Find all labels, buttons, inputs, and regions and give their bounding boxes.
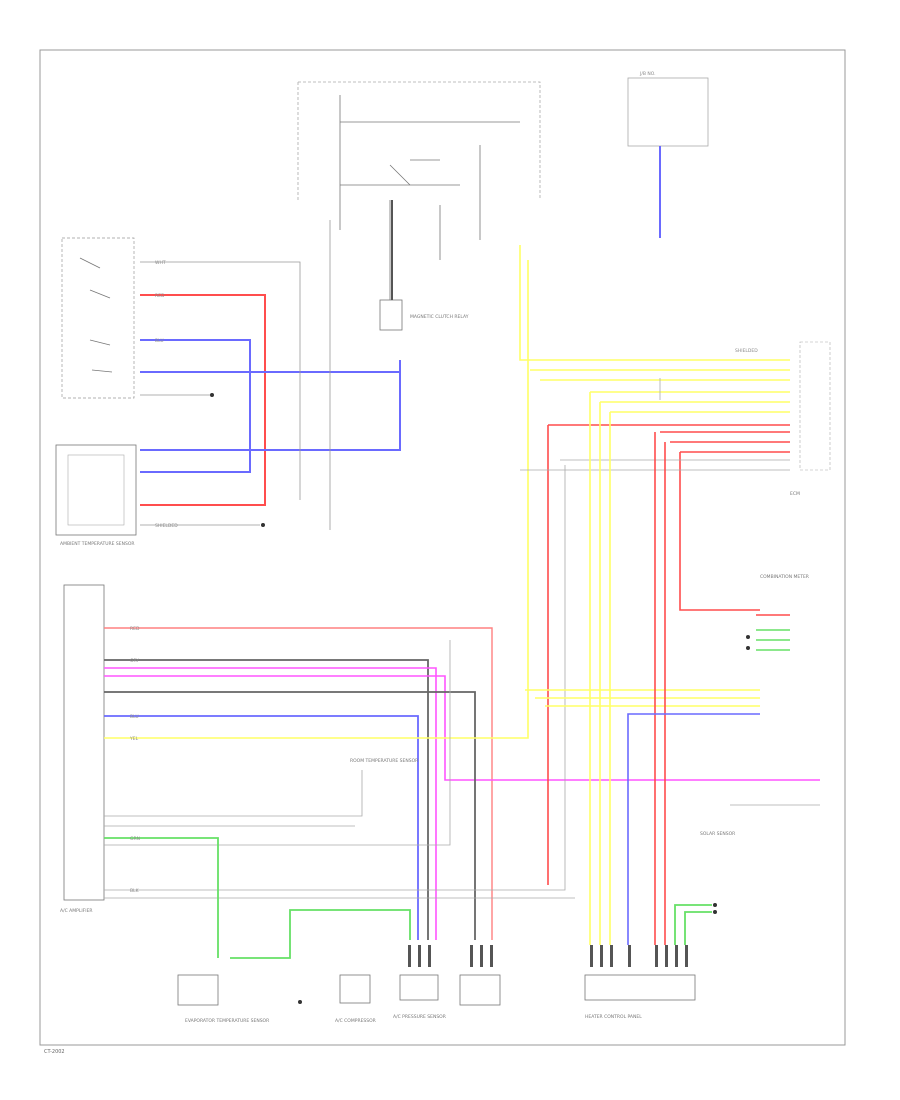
wire-label-red: RED bbox=[155, 293, 165, 299]
wire-label-black: BLK bbox=[130, 888, 140, 894]
wire-label-gray: GRY bbox=[130, 658, 139, 664]
ac-compressor-label: A/C COMPRESSOR bbox=[335, 1018, 376, 1024]
ac-amplifier-label: A/C AMPLIFIER bbox=[60, 908, 93, 914]
wire-label-white: WHT bbox=[155, 260, 166, 266]
fuse-box-right: J/B NO. bbox=[627, 71, 709, 238]
yellow-verticals bbox=[525, 392, 760, 945]
heater-control-panel-label: HEATER CONTROL PANEL bbox=[585, 1014, 642, 1020]
evaporator-temp-sensor-label: EVAPORATOR TEMPERATURE SENSOR bbox=[185, 1018, 269, 1024]
solar-sensor-label: SOLAR SENSOR bbox=[700, 831, 735, 837]
right-wire-fan bbox=[519, 245, 790, 885]
combination-meter-label: COMBINATION METER bbox=[760, 574, 809, 580]
wire-label-blue: BLU bbox=[155, 338, 164, 344]
right-sensor-wires bbox=[730, 614, 820, 806]
ecm-label: ECM bbox=[790, 491, 800, 497]
red-verticals bbox=[654, 432, 666, 945]
amplifier-bus-wires bbox=[104, 260, 820, 940]
wire-label-red-2: RED bbox=[130, 626, 140, 632]
magnetic-clutch-relay-label: MAGNETIC CLUTCH RELAY bbox=[410, 314, 469, 320]
svg-text:J/B NO.: J/B NO. bbox=[639, 71, 656, 77]
ground-symbols bbox=[210, 393, 750, 1004]
wire-label-green: GRN bbox=[130, 836, 140, 842]
diagram-code: CT-2002 bbox=[44, 1049, 65, 1055]
fuse-box-top bbox=[297, 81, 541, 200]
component-labels: EVAPORATOR TEMPERATURE SENSOR A/C COMPRE… bbox=[60, 314, 809, 1024]
ambient-temp-sensor-label: AMBIENT TEMPERATURE SENSOR bbox=[60, 541, 135, 547]
diagram-frame bbox=[39, 49, 846, 1046]
ecm-connector-block bbox=[799, 341, 831, 471]
bottom-pins bbox=[408, 945, 688, 967]
green-wires bbox=[104, 837, 712, 959]
bottom-connectors bbox=[177, 974, 696, 1006]
wire-label-shielded: SHIELDED bbox=[155, 523, 178, 529]
sensor-cluster-top-left bbox=[61, 237, 135, 399]
ac-amplifier-block bbox=[63, 584, 105, 901]
wire-color-labels: RED BLU WHT RED GRY BLU YEL GRN BLK SHIE… bbox=[129, 260, 758, 894]
wires-left-thin bbox=[140, 220, 331, 530]
blue-vertical-right bbox=[627, 713, 760, 945]
room-temp-sensor-label: ROOM TEMPERATURE SENSOR bbox=[350, 758, 418, 764]
wire-label-yellow: YEL bbox=[129, 736, 139, 742]
relay-coil bbox=[379, 200, 403, 331]
wires-left-cluster bbox=[140, 294, 401, 506]
ac-pressure-sensor-label: A/C PRESSURE SENSOR bbox=[393, 1014, 446, 1020]
wire-label-blue-2: BLU bbox=[130, 714, 139, 720]
sensor-module-left bbox=[55, 444, 137, 536]
wire-label-shielded-2: SHIELDED bbox=[735, 348, 758, 354]
switch-symbols-left bbox=[79, 257, 113, 373]
relay-switch-area bbox=[339, 95, 520, 300]
amplifier-thin-wires bbox=[104, 465, 575, 899]
